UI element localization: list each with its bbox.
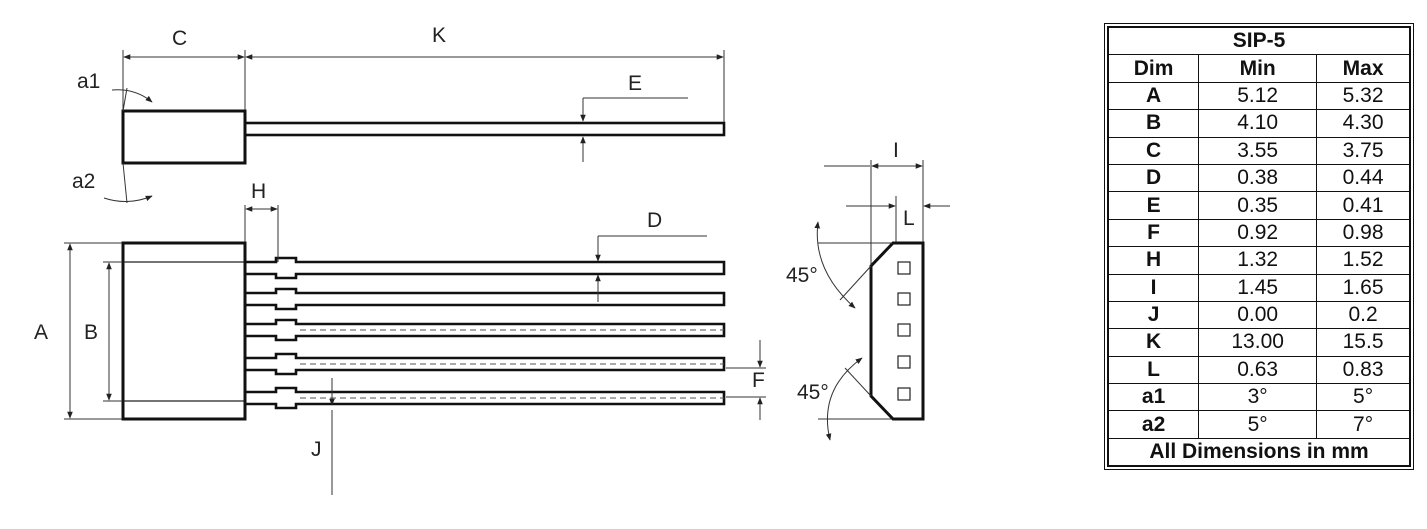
min-value: 3° [1198, 383, 1318, 412]
dim-name: L [1107, 355, 1200, 385]
pin-square [897, 323, 911, 337]
dim-name: F [1107, 218, 1200, 248]
label-k: K [432, 24, 446, 47]
table-header-row: Dim Min Max [1107, 54, 1411, 83]
dim-name: K [1107, 328, 1200, 357]
lead [243, 256, 726, 280]
label-f: F [752, 369, 765, 392]
end-view: I L 45° 45° [786, 139, 950, 441]
dim-name: E [1107, 191, 1200, 220]
max-value: 5.32 [1316, 81, 1411, 111]
max-value: 15.5 [1316, 328, 1411, 357]
end-view-pins [897, 261, 911, 401]
min-value: 1.45 [1198, 273, 1318, 302]
max-value: 0.41 [1316, 191, 1411, 220]
label-j: J [311, 438, 322, 461]
label-d: D [647, 209, 662, 232]
max-value: 0.98 [1316, 218, 1411, 248]
min-value: 0.92 [1198, 218, 1318, 248]
label-angle-top: 45° [786, 264, 818, 287]
label-a: A [34, 321, 48, 344]
dim-name: a2 [1107, 410, 1200, 439]
max-value: 5° [1316, 383, 1411, 412]
min-value: 3.55 [1198, 136, 1318, 165]
pin-square [897, 292, 911, 306]
dim-name: A [1107, 81, 1200, 111]
min-value: 5° [1198, 410, 1318, 439]
side-view-lead [243, 121, 726, 137]
pin-square [897, 355, 911, 369]
header-max: Max [1316, 54, 1411, 83]
label-i: I [893, 139, 899, 162]
max-value: 1.65 [1316, 273, 1411, 302]
dim-name: D [1107, 163, 1200, 193]
max-value: 7° [1316, 410, 1411, 439]
label-a2: a2 [72, 170, 95, 193]
label-c: C [172, 27, 187, 50]
end-view-body [869, 241, 925, 421]
label-b: B [84, 321, 98, 344]
front-view: H D A B F J [34, 180, 766, 495]
max-value: 0.83 [1316, 355, 1411, 385]
max-value: 0.2 [1316, 300, 1411, 330]
dim-name: a1 [1107, 383, 1200, 412]
label-e: E [628, 72, 642, 95]
header-dim: Dim [1107, 54, 1200, 83]
min-value: 5.12 [1198, 81, 1318, 111]
min-value: 13.00 [1198, 328, 1318, 357]
lead [243, 287, 726, 311]
max-value: 4.30 [1316, 109, 1411, 138]
pin-square [897, 261, 911, 275]
max-value: 1.52 [1316, 246, 1411, 275]
front-view-body [121, 241, 247, 421]
header-min: Min [1198, 54, 1318, 83]
min-value: 4.10 [1198, 109, 1318, 138]
table-footer: All Dimensions in mm [1107, 437, 1411, 467]
label-angle-bottom: 45° [797, 381, 829, 404]
side-view: C K a1 a2 E [72, 24, 726, 204]
dim-name: H [1107, 246, 1200, 275]
lead [243, 352, 726, 376]
min-value: 1.32 [1198, 246, 1318, 275]
dim-name: C [1107, 136, 1200, 165]
side-view-body [121, 109, 247, 165]
min-value: 0.63 [1198, 355, 1318, 385]
label-a1: a1 [77, 70, 100, 93]
min-value: 0.00 [1198, 300, 1318, 330]
min-value: 0.38 [1198, 163, 1318, 193]
label-h: H [251, 180, 266, 203]
pin-square [897, 387, 911, 401]
label-l: L [903, 207, 915, 230]
package-outline-drawing: C K a1 a2 E H D [34, 24, 950, 495]
dim-name: B [1107, 109, 1200, 138]
dim-name: J [1107, 300, 1200, 330]
min-value: 0.35 [1198, 191, 1318, 220]
lead [243, 386, 726, 410]
lead [243, 318, 726, 342]
dim-name: I [1107, 273, 1200, 302]
max-value: 0.44 [1316, 163, 1411, 193]
table-title: SIP-5 [1107, 26, 1411, 56]
front-view-leads [243, 256, 726, 410]
max-value: 3.75 [1316, 136, 1411, 165]
